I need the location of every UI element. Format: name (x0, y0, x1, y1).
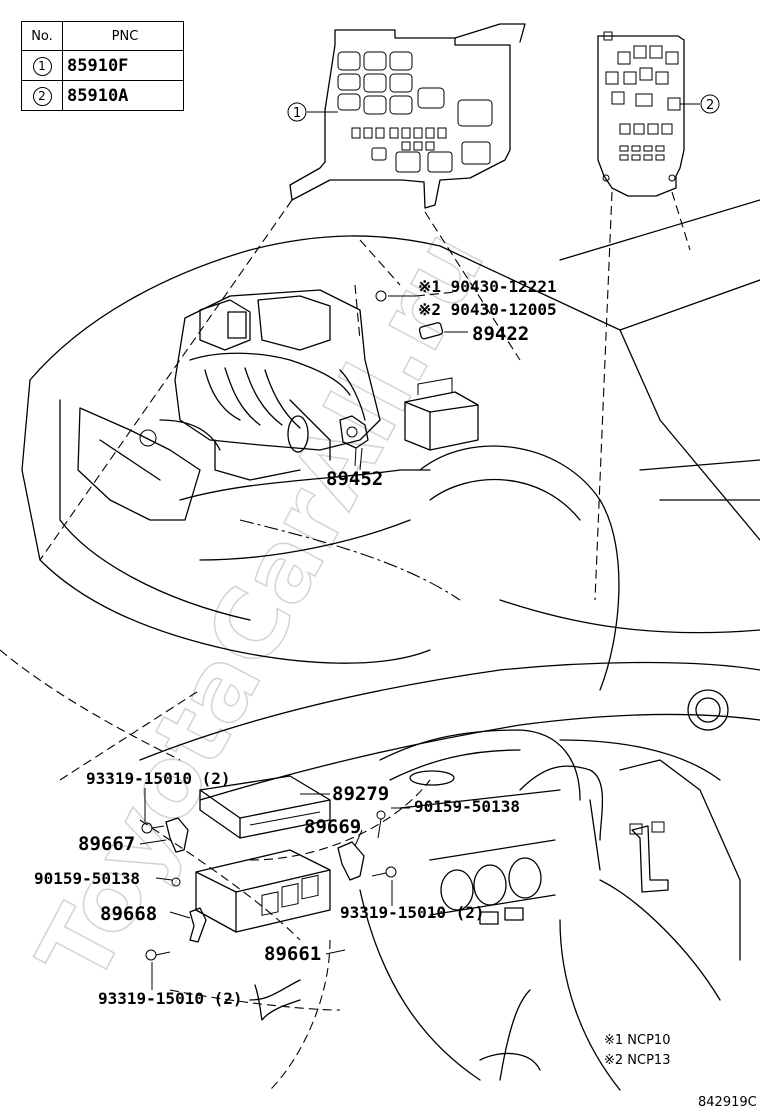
pnc-table-header: No. PNC (21, 21, 184, 51)
junction-block-2: 2 (597, 31, 720, 197)
label-93319-top: 93319-15010 (2) (86, 769, 231, 788)
note-ncp10: ※1 NCP10 (604, 1033, 670, 1048)
part-89422-sensor (375, 290, 468, 340)
header-pnc: PNC (62, 21, 184, 51)
pnc-table: No. PNC 1 85910F 2 85910A (21, 21, 184, 111)
row-2-pnc: 85910A (62, 80, 184, 111)
label-93319-mid: 93319-15010 (2) (340, 903, 485, 922)
label-90159-right: 90159-50138 (414, 797, 520, 816)
callout-1-circle (287, 102, 307, 122)
label-89422: 89422 (472, 323, 529, 345)
callout-2-circle (700, 94, 720, 114)
label-89661: 89661 (264, 943, 321, 965)
bolts (141, 810, 397, 961)
dashboard (0, 649, 760, 1091)
part-89279-board (199, 775, 331, 839)
part-89667-bracket (165, 817, 189, 853)
part-89452-sensor (339, 415, 369, 467)
junction-block-1: 1 (287, 23, 526, 209)
part-labels: ※1 90430-12221 ※2 90430-12005 89422 8945… (34, 277, 757, 1110)
pnc-table-row: 1 85910F (21, 50, 184, 81)
car-front-view (21, 199, 760, 691)
part-89661-ecu (195, 849, 331, 933)
engine (174, 289, 381, 481)
pnc-table-row: 2 85910A (21, 80, 184, 111)
label-93319-bottom: 93319-15010 (2) (98, 989, 243, 1008)
row-1-no: 1 (32, 57, 52, 76)
note-ncp13: ※2 NCP13 (604, 1053, 670, 1068)
header-no: No. (21, 21, 63, 51)
row-1-pnc: 85910F (62, 50, 184, 81)
label-89668: 89668 (100, 903, 157, 925)
label-90430-12221: ※1 90430-12221 (418, 277, 557, 296)
row-2-no: 2 (32, 87, 52, 106)
leader-lines (139, 788, 410, 990)
part-89668-bracket (189, 907, 207, 943)
label-89279: 89279 (332, 783, 389, 805)
label-89667: 89667 (78, 833, 135, 855)
part-89669-bracket (337, 841, 365, 881)
engine-module (404, 377, 479, 451)
label-89669: 89669 (304, 816, 361, 838)
figure-id: 842919C (698, 1095, 757, 1110)
label-90430-12005: ※2 90430-12005 (418, 300, 557, 319)
label-90159-left: 90159-50138 (34, 869, 140, 888)
callout-1-label: 1 (293, 106, 301, 121)
label-89452: 89452 (326, 468, 383, 490)
callout-2-label: 2 (706, 98, 714, 113)
